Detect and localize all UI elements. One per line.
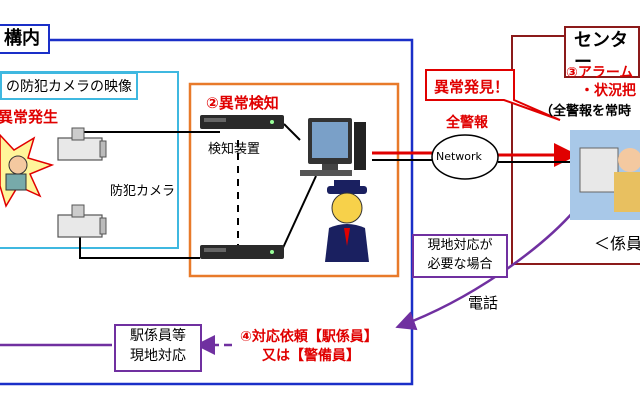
camera-feed-label: の防犯カメラの映像 — [0, 72, 138, 100]
station-staff-icon — [325, 180, 369, 262]
onsite-staff-line-2: 現地対応 — [130, 348, 186, 364]
wire-detector-pc — [283, 123, 301, 141]
anomaly-found-label: 異常発見！ — [434, 78, 510, 96]
request-line-2: 又は【警備員】 — [262, 348, 360, 364]
onsite-need-line-2: 必要な場合 — [427, 257, 493, 272]
all-alarm-label: 全警報 — [446, 115, 488, 131]
camera-label: 防犯カメラ — [110, 184, 176, 199]
anomaly-burst-icon — [0, 133, 55, 208]
onsite-staff-box: 駅係員等 現地対応 — [114, 324, 202, 372]
device-label: 検知装置 — [208, 142, 261, 157]
center-title: センター — [564, 26, 640, 78]
center-operator-icon — [570, 130, 640, 220]
detector-device-2-icon — [200, 245, 284, 259]
monitor-note: （全警報を常時 — [540, 104, 632, 119]
onsite-need-box: 現地対応が 必要な場合 — [412, 234, 508, 278]
station-title: 構内 — [0, 24, 50, 54]
staff-label: ＜係員 — [594, 234, 640, 253]
pc-monitor-icon — [300, 118, 366, 176]
network-node — [431, 134, 499, 180]
network-label: Network — [436, 150, 482, 163]
wire-detector2-pc — [281, 175, 317, 251]
onsite-need-line-1: 現地対応が — [427, 238, 493, 253]
security-camera-2-icon — [57, 204, 107, 238]
alarm-line-1: ③アラーム — [566, 65, 634, 81]
phone-label: 電話 — [468, 294, 499, 312]
detector-device-1-icon — [200, 115, 284, 129]
anomaly-label: 異常発生 — [0, 108, 59, 126]
detection-frame — [188, 82, 400, 278]
station-frame — [0, 38, 414, 386]
anomaly-found-bubble — [425, 69, 561, 121]
wire-camera-bottom — [79, 235, 200, 259]
alarm-line-2: ・状況把 — [580, 83, 636, 99]
onsite-staff-line-1: 駅係員等 — [130, 328, 186, 344]
request-line-1: ④対応依頼【駅係員】 — [240, 329, 378, 345]
detection-label: ②異常検知 — [206, 94, 279, 112]
security-camera-1-icon — [57, 127, 107, 161]
